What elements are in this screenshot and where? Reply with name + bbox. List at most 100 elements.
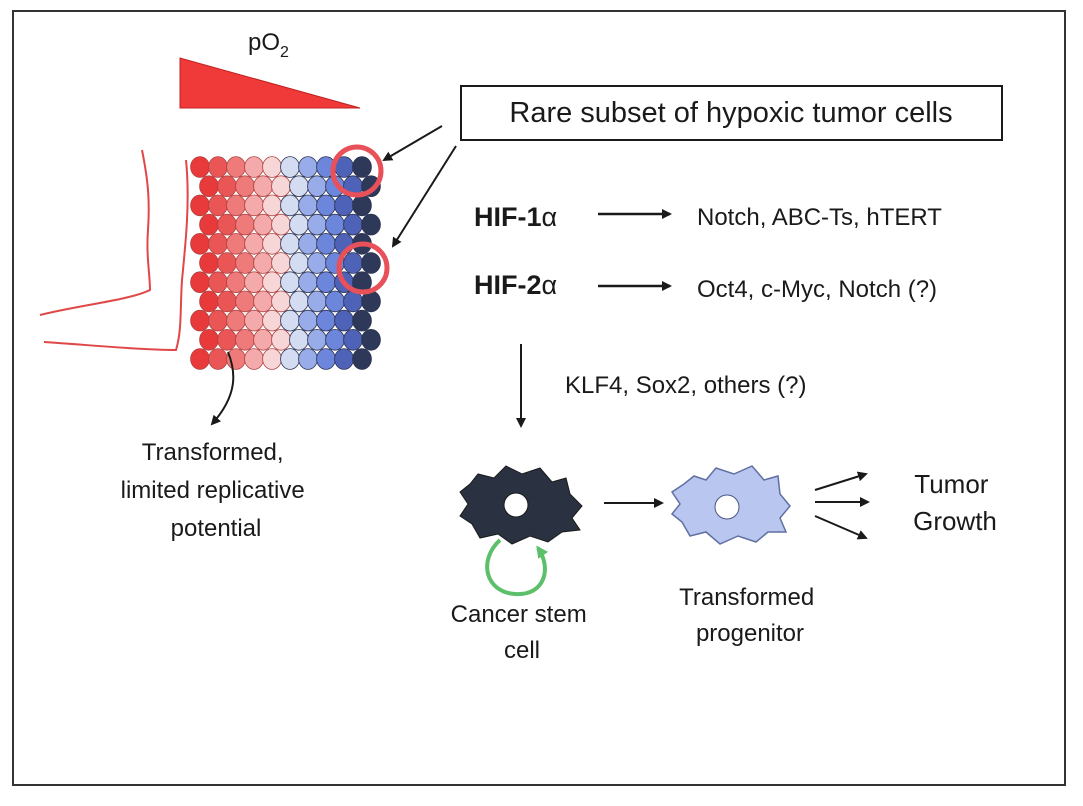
tumor-cell — [226, 194, 246, 217]
tumor-cell — [316, 194, 336, 217]
tumor-cell — [190, 348, 210, 370]
tumor-cell — [361, 213, 381, 236]
tumor-cell — [208, 271, 228, 294]
tumor-cell — [208, 309, 228, 332]
tumor-cell — [334, 194, 354, 217]
tumor-cell — [244, 194, 264, 217]
arrow-to-transformed-label — [210, 351, 235, 426]
hypoxic-cell-ring-top — [330, 144, 384, 198]
tumor-cell — [289, 175, 309, 198]
tumor-cell — [190, 233, 210, 255]
tumor-cell — [280, 156, 300, 178]
tumor-cell — [280, 348, 300, 370]
tumor-cell — [289, 290, 309, 313]
tumor-cell — [244, 271, 264, 294]
tumor-cell — [316, 309, 336, 332]
tumor-cell — [235, 213, 255, 236]
rare-subset-box — [460, 85, 1003, 141]
tumor-cell — [199, 213, 219, 236]
hif2-targets: Oct4, c-Myc, Notch (?) — [697, 276, 937, 303]
tumor-cell — [334, 309, 354, 332]
tumor-cell — [271, 213, 291, 236]
tumor-cell — [352, 348, 372, 370]
tumor-cell — [262, 194, 282, 217]
tumor-cell — [289, 328, 309, 351]
tumor-cell — [280, 194, 300, 217]
arrow-to-top-ring — [382, 125, 443, 162]
tumor-cell — [271, 252, 291, 274]
tumor-cell — [271, 328, 291, 351]
tumor-cell — [190, 309, 210, 332]
tumor-cell — [217, 290, 237, 313]
tumor-growth-label: Tumor Growth — [913, 469, 997, 536]
tumor-cell — [253, 328, 273, 351]
tumor-cell — [325, 213, 345, 236]
tumor-cell — [343, 213, 363, 236]
po2-gradient-triangle — [179, 57, 361, 109]
tumor-cell — [352, 194, 372, 217]
tumor-cell — [217, 213, 237, 236]
tumor-cell — [298, 348, 318, 370]
tumor-cell — [208, 348, 228, 370]
tumor-cell — [208, 194, 228, 217]
tumor-cell — [298, 194, 318, 217]
hif1-label: HIF-1α — [474, 202, 557, 232]
tumor-cell — [235, 328, 255, 351]
tumor-cell — [262, 233, 282, 255]
tumor-cell — [280, 309, 300, 332]
tumor-cell — [253, 213, 273, 236]
stem-cell-nucleus — [503, 492, 529, 518]
tumor-cell — [298, 156, 318, 178]
tumor-cell — [316, 233, 336, 255]
rare-subset-label: Rare subset of hypoxic tumor cells — [509, 97, 952, 129]
tumor-cell — [316, 271, 336, 294]
figure-frame — [12, 10, 1066, 786]
tumor-cell — [280, 271, 300, 294]
tumor-cell — [352, 309, 372, 332]
tumor-cell — [226, 271, 246, 294]
progenitor-nucleus — [714, 494, 740, 520]
tumor-cell — [208, 233, 228, 255]
tumor-cell — [244, 156, 264, 178]
tumor-cell — [271, 175, 291, 198]
tumor-cell — [226, 309, 246, 332]
tumor-cell — [235, 175, 255, 198]
tumor-cell — [235, 252, 255, 274]
tumor-cell — [244, 348, 264, 370]
tumor-cell — [262, 156, 282, 178]
tumor-cell — [217, 175, 237, 198]
tumor-cell — [271, 290, 291, 313]
tumor-cell — [253, 175, 273, 198]
tumor-cell — [298, 271, 318, 294]
tumor-cell — [235, 290, 255, 313]
tumor-cell — [307, 328, 327, 351]
tumor-cell — [190, 271, 210, 294]
tumor-cell — [325, 290, 345, 313]
tumor-cell — [343, 328, 363, 351]
tumor-cell — [262, 309, 282, 332]
reprogramming-factors: KLF4, Sox2, others (?) — [565, 372, 806, 399]
tumor-cell — [262, 348, 282, 370]
tumor-cell — [361, 252, 381, 274]
tumor-cell-grid — [190, 156, 381, 370]
tumor-cell — [217, 252, 237, 274]
tumor-cell — [280, 233, 300, 255]
tumor-cell — [316, 348, 336, 370]
tumor-cell — [253, 290, 273, 313]
transformed-limited-label: Transformed, limited replicative potenti… — [121, 439, 312, 542]
tumor-cell — [199, 328, 219, 351]
tumor-cell — [307, 175, 327, 198]
tumor-cell — [298, 233, 318, 255]
tumor-cell — [289, 213, 309, 236]
growth-arrow-up — [814, 471, 868, 491]
hif2-label: HIF-2α — [474, 270, 557, 300]
tumor-cell — [217, 328, 237, 351]
growth-arrow-down — [814, 515, 868, 540]
tumor-cell — [208, 156, 228, 178]
tumor-cell — [289, 252, 309, 274]
blood-vessel-outer — [39, 149, 152, 316]
transformed-progenitor-label: Transformed progenitor — [679, 584, 821, 647]
tumor-cell — [244, 233, 264, 255]
blood-vessel-inner — [43, 159, 189, 352]
tumor-cell — [226, 233, 246, 255]
